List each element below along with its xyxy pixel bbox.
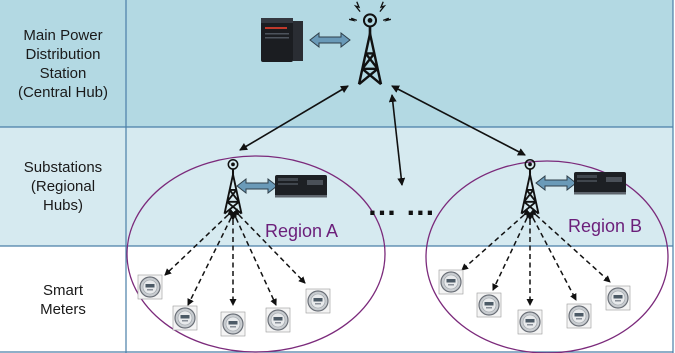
smart-meter-icon (517, 309, 543, 335)
smart-meter-icon (305, 288, 331, 314)
region-a-label: Region A (265, 221, 338, 241)
more-regions-ellipsis: … … (367, 189, 435, 222)
smart-meter-icon (172, 305, 198, 331)
central-links (239, 85, 526, 186)
central-tower-icon (348, 1, 392, 86)
smart-meter-icon (605, 285, 631, 311)
region-b-label: Region B (568, 216, 642, 236)
central-server-icon (261, 18, 303, 62)
region-b-boundary (425, 160, 669, 353)
smart-meter-icon (476, 292, 502, 318)
region-a-computer-icon (275, 175, 327, 198)
smart-meter-icon (220, 311, 246, 337)
row-label-regional-hubs: Substations (Regional Hubs) (23, 159, 103, 214)
region-b-tower-icon (520, 158, 540, 215)
region-b-computer-icon (574, 172, 626, 195)
smart-meter-icon (265, 307, 291, 333)
smart-meter-icon (438, 269, 464, 295)
smart-meter-icon (137, 274, 163, 300)
row-label-smart-meters: Smart Meters (40, 281, 86, 318)
region-b-double-arrow-icon (535, 175, 577, 191)
region-a-boundary (126, 155, 386, 353)
region-b-meter-links (461, 208, 611, 306)
region-a-double-arrow-icon (236, 178, 278, 194)
central-link-double-arrow-icon (309, 32, 351, 48)
region-a-meter-links (164, 208, 306, 306)
row-label-central-hub: Main Power Distribution Station (Central… (17, 26, 109, 101)
smart-meter-icon (566, 303, 592, 329)
